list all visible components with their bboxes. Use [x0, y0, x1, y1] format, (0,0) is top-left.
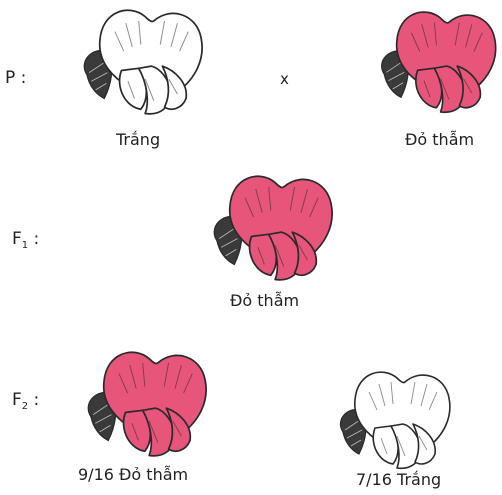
generation-f1-colon: : — [28, 229, 39, 249]
generation-f2-colon: : — [28, 390, 39, 410]
caption-f2-left: 9/16 Đỏ thẫm — [78, 467, 188, 483]
flower-p-white-icon — [78, 8, 208, 120]
caption-f2-right: 7/16 Trắng — [356, 472, 441, 488]
flower-p-red-icon — [376, 8, 501, 120]
flower-f2-white-icon — [330, 370, 460, 474]
generation-f2-letter: F — [12, 390, 22, 410]
caption-f1: Đỏ thẫm — [230, 293, 299, 309]
generation-f1-letter: F — [12, 229, 22, 249]
generation-p-text: P : — [5, 68, 26, 88]
flower-f1-red-icon — [208, 174, 338, 286]
caption-p-right: Đỏ thẫm — [405, 132, 474, 148]
cross-symbol: x — [280, 72, 289, 87]
generation-label-p: P : — [5, 70, 26, 87]
flower-f2-red-icon — [82, 350, 212, 462]
caption-p-left: Trắng — [116, 132, 160, 148]
generation-label-f2: F2 : — [12, 392, 39, 412]
generation-label-f1: F1 : — [12, 231, 39, 251]
